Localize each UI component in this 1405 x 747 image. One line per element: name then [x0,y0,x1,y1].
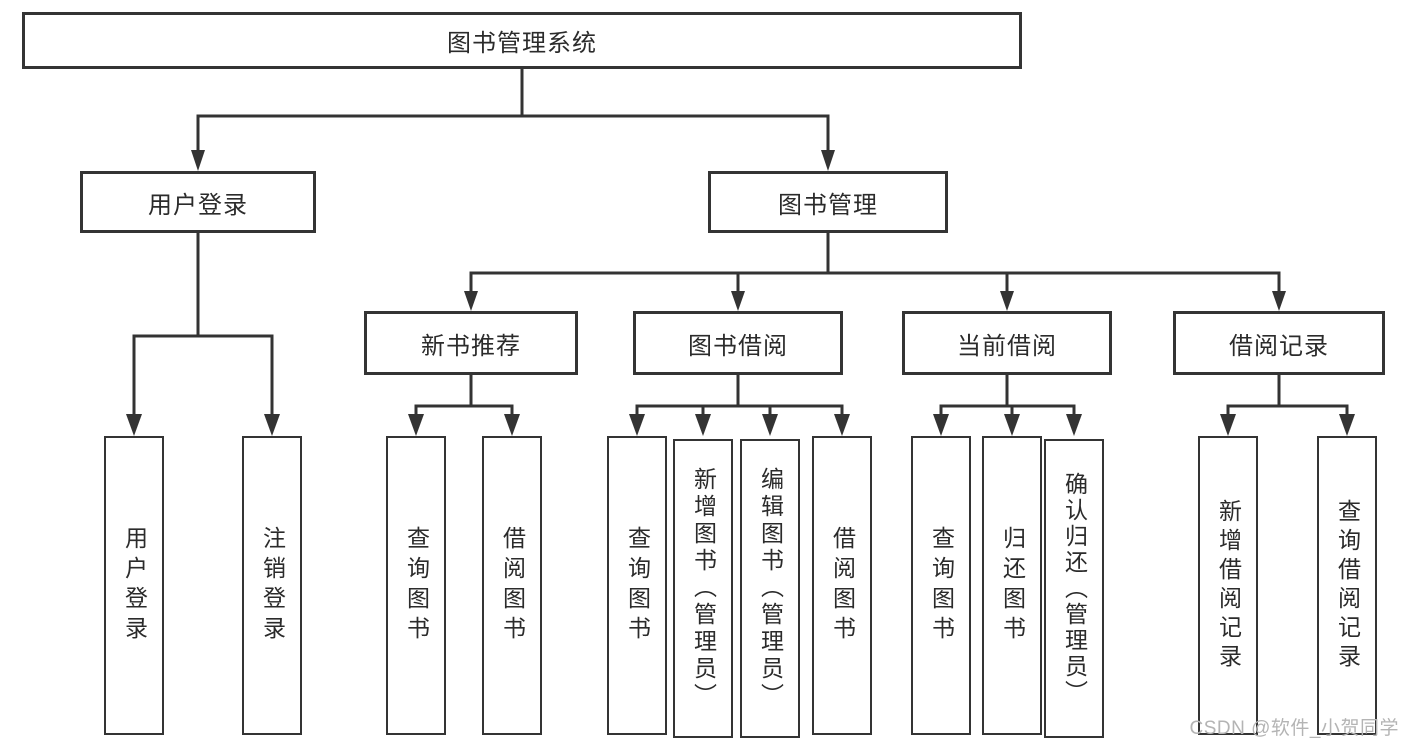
leaf-query-book-2: 查询图书 [607,436,667,735]
leaf-confirm-return: 确认归还（管理员） [1044,439,1104,738]
node-user-login: 用户登录 [80,171,316,233]
leaf-query-book-3: 查询图书 [911,436,971,735]
node-current-borrow: 当前借阅 [902,311,1112,375]
node-new-book-recommend: 新书推荐 [364,311,578,375]
leaf-add-book: 新增图书（管理员） [673,439,733,738]
node-book-borrow: 图书借阅 [633,311,843,375]
csdn-watermark: CSDN @软件_小贺同学 [1189,718,1399,739]
node-root: 图书管理系统 [22,12,1022,69]
leaf-borrow-book-1: 借阅图书 [482,436,542,735]
leaf-return-book: 归还图书 [982,436,1042,735]
leaf-logout: 注销登录 [242,436,302,735]
leaf-borrow-book-2: 借阅图书 [812,436,872,735]
leaf-edit-book: 编辑图书（管理员） [740,439,800,738]
leaf-query-borrow-record: 查询借阅记录 [1317,436,1377,735]
leaf-add-borrow-record: 新增借阅记录 [1198,436,1258,735]
node-book-management: 图书管理 [708,171,948,233]
node-borrow-records: 借阅记录 [1173,311,1385,375]
leaf-user-login: 用户登录 [104,436,164,735]
leaf-query-book-1: 查询图书 [386,436,446,735]
